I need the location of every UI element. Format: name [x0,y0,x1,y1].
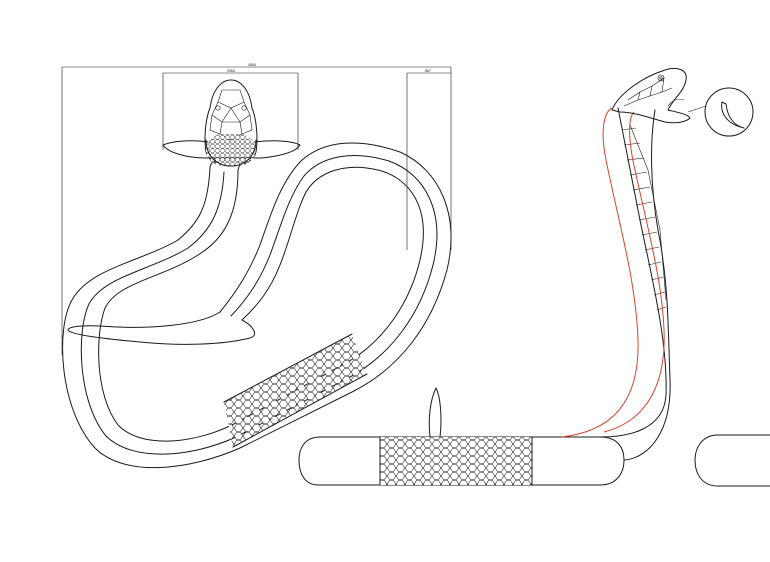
body-inner-outline [98,166,424,442]
head-collar [162,140,301,159]
detail-leader [687,105,707,113]
guide-curve-outer [561,107,639,438]
cobra-head [611,67,691,124]
detail-callout-circle [704,87,754,137]
side-offset-dimension: 867 [425,69,431,73]
body-outer-outline [62,142,452,469]
rising-body-front [623,109,671,461]
scale-band-side-view [380,437,532,485]
overall-width-dimension: 4954 [248,63,256,67]
base-coil [298,436,625,486]
dimension-lines: 4954 2964 867 [61,63,452,355]
eye-icon [657,74,665,82]
ventral-plates [621,124,667,311]
head-width-dimension: 2964 [227,69,235,73]
tail [67,311,255,345]
body-centre-line [80,155,438,455]
tail-spike [428,387,442,438]
head-scale-pattern [206,134,256,166]
guide-curve-inner [603,111,665,433]
fang-detail [721,101,745,129]
partial-coil-right [694,434,770,487]
cobra-side-view [298,67,754,486]
rising-body-back [599,107,667,438]
snake-top-view [62,79,452,469]
